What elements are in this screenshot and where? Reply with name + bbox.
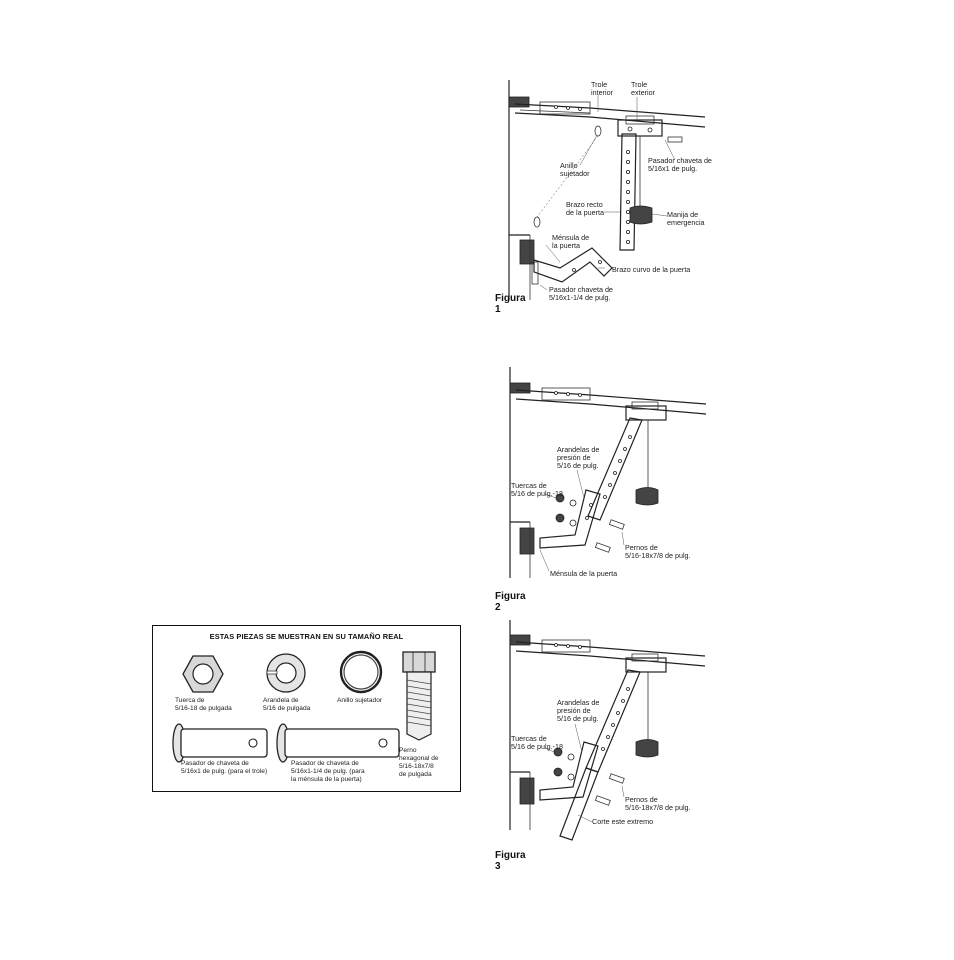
anillo-label: Anillo sujetador (337, 697, 383, 704)
parts-box-title: ESTAS PIEZAS SE MUESTRAN EN SU TAMAÑO RE… (209, 632, 404, 641)
tuerca-label: Tuerca de 5/16-18 de pulgada (175, 697, 232, 712)
perno-label: Perno hexagonal de 5/16-18x7/8 de pulgad… (399, 747, 439, 778)
lock-washer-icon (266, 653, 306, 693)
figure-1-caption: Figura 1 (495, 293, 526, 315)
pasador-mensula-label: Pasador de chaveta de 5/16x1-1/4 de pulg… (291, 760, 365, 783)
pasador-trole-label: Pasador de chaveta de 5/16x1 de pulg. (p… (181, 760, 268, 775)
hex-bolt-icon (402, 651, 436, 741)
retaining-ring-icon (339, 650, 383, 694)
label-brazo-curvo: Brazo curvo de la puerta (612, 265, 690, 274)
hex-nut-icon (182, 655, 224, 693)
label-mensula: Ménsula de la puerta (550, 569, 617, 578)
figure-3-caption: Figura 3 (495, 850, 526, 872)
clevis-pin-short-icon (172, 723, 268, 763)
parts-box: ESTAS PIEZAS SE MUESTRAN EN SU TAMAÑO RE… (152, 625, 461, 792)
figure-2-caption: Figura 2 (495, 591, 526, 613)
label-corte: Corte este extremo (592, 817, 653, 826)
arandela-label: Arandela de 5/16 de pulgada (263, 697, 311, 712)
clevis-pin-long-icon (276, 723, 400, 763)
